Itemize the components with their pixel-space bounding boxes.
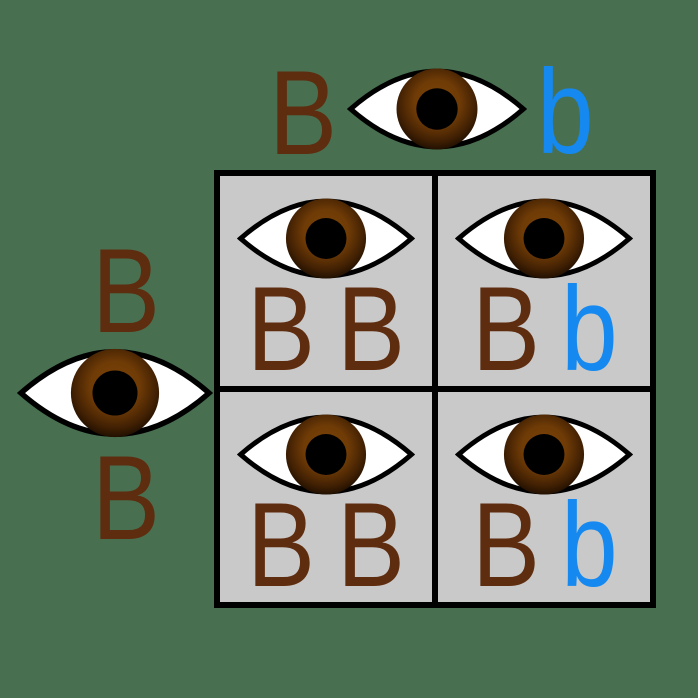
top-parent-allele-1: B — [269, 46, 338, 180]
allele-letter: B — [246, 262, 315, 386]
allele-letter: B — [471, 478, 540, 602]
punnett-cell-bottom-right: B b — [438, 392, 650, 602]
allele-letter: B — [471, 262, 540, 386]
punnett-grid: B B B b B B — [214, 170, 656, 608]
brown-eye-icon — [347, 68, 527, 150]
brown-eye-icon — [237, 414, 415, 495]
genotype-label: B B — [241, 485, 411, 602]
eye-pupil — [523, 218, 565, 259]
eye-pupil — [305, 434, 347, 475]
allele-letter: b — [560, 478, 618, 602]
punnett-cell-top-left: B B — [220, 176, 432, 386]
allele-letter: B — [246, 478, 315, 602]
eye-pupil — [92, 370, 138, 416]
brown-eye-icon — [455, 414, 633, 495]
brown-eye-icon — [17, 348, 213, 438]
eye-pupil — [305, 218, 347, 259]
genotype-label: B B — [241, 269, 411, 386]
allele-letter: B — [337, 478, 406, 602]
eye-pupil — [523, 434, 565, 475]
eye-pupil — [416, 88, 458, 130]
genotype-label: B b — [466, 269, 623, 386]
brown-eye-icon — [237, 198, 415, 279]
left-parent-allele-1: B — [92, 224, 161, 358]
punnett-cell-top-right: B b — [438, 176, 650, 386]
left-parent-allele-2: B — [92, 431, 161, 565]
allele-letter: B — [337, 262, 406, 386]
genotype-label: B b — [466, 485, 623, 602]
top-parent-allele-2: b — [537, 45, 594, 179]
allele-letter: b — [560, 262, 618, 386]
brown-eye-icon — [455, 198, 633, 279]
punnett-cell-bottom-left: B B — [220, 392, 432, 602]
